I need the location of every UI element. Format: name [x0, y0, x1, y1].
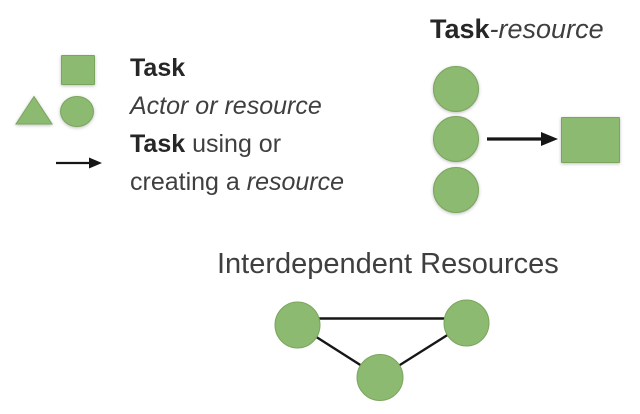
interdependent-resources-title: Interdependent Resources [217, 248, 559, 280]
network-node-bottom [356, 354, 404, 401]
legend-text-block: Task Actor or resource Task using or cre… [130, 49, 344, 201]
task-resource-title: Task-resource [430, 14, 604, 44]
legend-actor-resource-label: Actor or resource [130, 92, 322, 120]
uses-arrow-icon [487, 132, 558, 146]
network-node-left [274, 301, 321, 349]
resource-network-diagram [274, 299, 490, 401]
actor-triangle-icon [15, 95, 53, 125]
legend-arrow-description-line1: Task using or [130, 130, 282, 158]
legend-task-label: Task [130, 54, 186, 82]
resource-circle-bottom [433, 167, 479, 213]
legend-arrow-description-line2: creating a resource [130, 168, 345, 196]
task-square-icon [61, 55, 95, 85]
task-rectangle [561, 117, 620, 163]
network-node-right [443, 299, 490, 347]
task-arrow-icon [56, 157, 102, 169]
resource-circle-icon [60, 96, 94, 127]
resource-circle-top [433, 66, 479, 112]
resource-circle-middle [433, 116, 479, 162]
